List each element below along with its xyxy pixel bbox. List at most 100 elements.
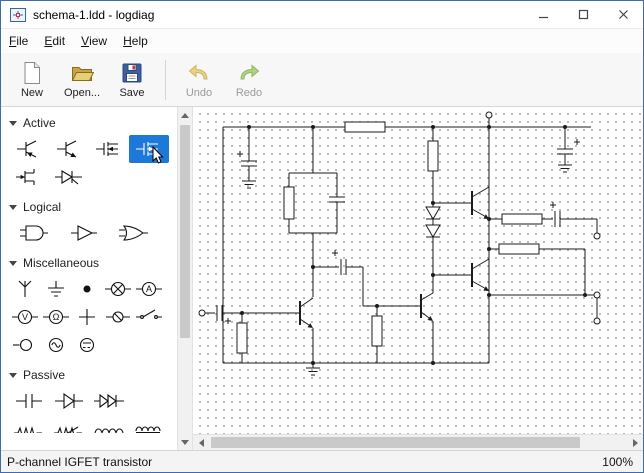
category-header-active[interactable]: Active	[1, 109, 177, 133]
svg-text:V: V	[21, 312, 27, 322]
palette-item-ac-source[interactable]	[40, 331, 71, 359]
window-title: schema-1.ldd - logdiag	[33, 7, 155, 22]
palette-item-resistor[interactable]	[9, 419, 49, 433]
open-label: Open...	[63, 86, 101, 99]
palette-item-ammeter[interactable]: A	[133, 275, 164, 303]
scroll-down-icon	[181, 439, 189, 445]
logical-symbols	[1, 217, 173, 249]
status-text: P-channel IGFET transistor	[7, 454, 153, 469]
category-label: Passive	[23, 368, 66, 382]
palette-item-wire-crossing[interactable]	[71, 303, 102, 331]
expander-triangle-icon	[9, 204, 17, 210]
mouse-cursor-icon	[152, 146, 164, 164]
palette-item-switch[interactable]	[133, 303, 164, 331]
save-button[interactable]: Save	[107, 56, 157, 104]
category-label: Miscellaneous	[23, 256, 100, 270]
new-document-icon	[24, 61, 40, 84]
title-bar[interactable]: schema-1.ldd - logdiag	[1, 1, 643, 29]
save-label: Save	[119, 86, 145, 99]
category-label: Logical	[23, 200, 62, 214]
new-label: New	[20, 86, 43, 99]
close-button[interactable]	[603, 1, 643, 28]
redo-button[interactable]: Redo	[224, 56, 274, 104]
palette-item-antenna[interactable]	[9, 275, 40, 303]
palette-item-transistor-pnp[interactable]	[9, 135, 49, 163]
scroll-down-button[interactable]	[178, 434, 192, 450]
save-floppy-icon	[122, 63, 142, 82]
toolbar: New Open... Save Undo	[1, 53, 643, 107]
palette-item-diode[interactable]	[49, 387, 89, 415]
minimize-button[interactable]	[523, 1, 563, 28]
maximize-button[interactable]	[563, 1, 603, 28]
palette-item-terminal[interactable]	[9, 331, 40, 359]
category-header-passive[interactable]: Passive	[1, 361, 177, 385]
palette-item-igfet-p-channel[interactable]	[129, 135, 169, 164]
undo-button[interactable]: Undo	[174, 56, 224, 104]
palette-vertical-scrollbar[interactable]	[177, 107, 193, 450]
palette-item-buffer[interactable]	[59, 219, 109, 247]
svg-text:Ω: Ω	[52, 312, 59, 322]
palette-item-diac[interactable]	[89, 387, 129, 415]
undo-label: Undo	[185, 86, 213, 99]
palette-item-transformer[interactable]	[129, 419, 169, 433]
undo-arrow-icon	[188, 63, 208, 79]
passive-symbols-row2	[1, 417, 173, 433]
category-label: Active	[23, 116, 56, 130]
scroll-left-button[interactable]	[193, 435, 209, 450]
palette-item-varistor[interactable]	[49, 419, 89, 433]
expander-triangle-icon	[9, 260, 17, 266]
toolbar-separator	[165, 59, 166, 100]
palette-item-jfet[interactable]	[9, 163, 49, 191]
svg-text:A: A	[145, 284, 151, 294]
open-folder-icon	[71, 66, 94, 81]
scroll-up-button[interactable]	[178, 107, 192, 123]
category-header-logical[interactable]: Logical	[1, 193, 177, 217]
palette-item-capacitor[interactable]	[9, 387, 49, 415]
palette-item-or-gate[interactable]	[109, 219, 159, 247]
miscellaneous-symbols: A V Ω	[1, 273, 173, 361]
canvas-horizontal-scrollbar[interactable]	[193, 434, 643, 450]
zoom-level: 100%	[602, 454, 633, 469]
palette-item-thyristor[interactable]	[49, 163, 89, 191]
status-bar: P-channel IGFET transistor 100%	[1, 450, 643, 472]
palette-item-igfet-n-channel[interactable]	[89, 135, 129, 163]
scroll-right-button[interactable]	[627, 435, 643, 450]
symbol-palette: Active	[1, 107, 177, 450]
app-icon	[10, 7, 26, 22]
scroll-right-icon	[632, 438, 638, 447]
palette-item-dc-source[interactable]	[71, 331, 102, 359]
new-button[interactable]: New	[7, 56, 57, 104]
redo-label: Redo	[235, 86, 263, 99]
maximize-icon	[578, 9, 588, 20]
category-header-miscellaneous[interactable]: Miscellaneous	[1, 249, 177, 273]
scroll-up-icon	[181, 112, 189, 118]
palette-item-ground[interactable]	[40, 275, 71, 303]
palette-item-ohmmeter[interactable]: Ω	[40, 303, 71, 331]
palette-item-indicator[interactable]	[102, 303, 133, 331]
palette-item-lamp[interactable]	[102, 275, 133, 303]
minimize-icon	[538, 16, 548, 19]
main-area: Active	[1, 107, 643, 450]
palette-item-junction-node[interactable]	[71, 275, 102, 303]
active-symbols	[1, 133, 173, 193]
palette-item-transistor-npn[interactable]	[49, 135, 89, 163]
redo-arrow-icon	[240, 63, 260, 79]
vertical-scroll-thumb[interactable]	[180, 125, 190, 338]
expander-triangle-icon	[9, 372, 17, 378]
schematic-drawing	[198, 111, 601, 376]
open-button[interactable]: Open...	[57, 56, 107, 104]
palette-item-voltmeter[interactable]: V	[9, 303, 40, 331]
palette-item-inductor[interactable]	[89, 419, 129, 433]
scroll-left-icon	[198, 438, 204, 447]
horizontal-scroll-thumb[interactable]	[211, 437, 580, 448]
expander-triangle-icon	[9, 120, 17, 126]
palette-item-and-gate[interactable]	[9, 219, 59, 247]
close-icon	[618, 10, 628, 19]
schematic-canvas[interactable]	[193, 107, 643, 434]
